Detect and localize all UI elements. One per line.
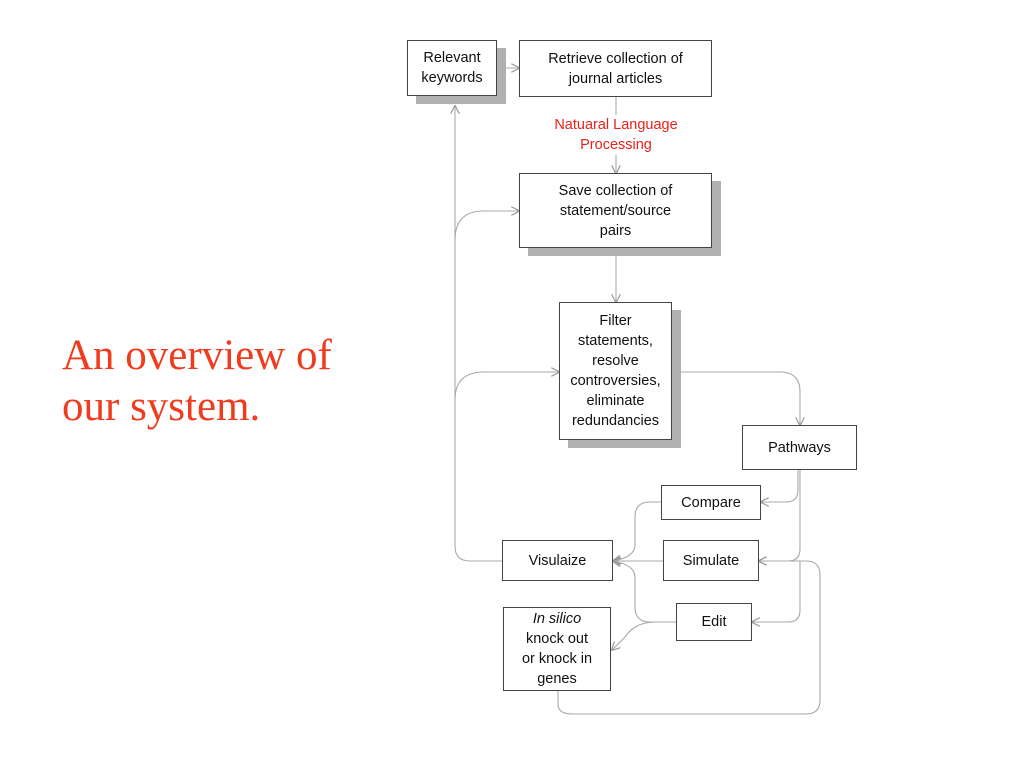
node-filter-line-4: controversies, [570,373,661,389]
arrow-pathways-to-compare [761,470,799,502]
arrow-visualize-to-keywords [455,106,502,562]
arrow-visualize-to-save [454,211,519,241]
node-in-silico-italic: In silico [532,611,582,627]
arrow-pathways-to-edit [752,561,801,622]
node-filter-statements: Filter statements, resolve controversies… [559,302,672,440]
node-save-collection: Save collection of statement/source pair… [519,173,712,248]
arrow-edit-to-visualize [613,561,676,623]
node-simulate: Simulate [663,540,759,581]
node-in-silico: In silico knock out or knock in genes [503,607,611,691]
node-compare-label: Compare [681,494,741,511]
node-relevant-keywords-line-2: keywords [421,70,483,86]
slide-title: An overview of our system. [62,330,422,432]
arrow-visualize-to-filter [454,372,559,401]
node-visualize-label: Visulaize [528,552,587,569]
nlp-label-line-1: Natuaral Language [554,117,678,133]
slide-title-line-2: our system. [62,383,261,430]
node-save-collection-line-3: pairs [599,222,632,239]
arrow-compare-to-visualize [613,501,661,561]
node-pathways: Pathways [742,425,857,470]
arrow-filter-to-pathways [672,371,800,425]
node-retrieve-articles-line-2: journal articles [568,70,663,87]
nlp-label-line-2: Processing [580,137,652,153]
node-edit: Edit [676,603,752,641]
arrow-edit-to-insilico [612,621,676,650]
node-save-collection-line-1: Save collection of [558,182,673,199]
node-filter-line-3: resolve [592,353,639,369]
node-filter-line-1: Filter [599,313,632,329]
arrow-insilico-to-simulate [557,561,821,715]
node-filter-line-2: statements, [578,333,653,349]
node-retrieve-articles-line-1: Retrieve collection of [548,50,683,67]
node-save-collection-line-2: statement/source [559,202,672,219]
node-visualize: Visulaize [502,540,613,581]
node-retrieve-articles: Retrieve collection of journal articles [519,40,712,97]
node-compare: Compare [661,485,761,520]
node-relevant-keywords-line-1: Relevant [423,50,481,66]
node-relevant-keywords: Relevant keywords [407,40,497,96]
node-in-silico-line-2: or knock in [521,651,593,667]
nlp-label: Natuaral Language Processing [530,115,702,155]
node-in-silico-line-1: knock out [525,631,589,647]
node-filter-line-5: eliminate [586,393,645,409]
node-filter-line-6: redundancies [571,413,660,429]
node-in-silico-line-3: genes [537,671,577,687]
slide-title-line-1: An overview of [62,332,332,379]
arrow-pathways-to-simulate [759,470,801,561]
node-edit-label: Edit [701,614,727,630]
node-simulate-label: Simulate [682,552,740,569]
node-pathways-label: Pathways [768,439,831,456]
